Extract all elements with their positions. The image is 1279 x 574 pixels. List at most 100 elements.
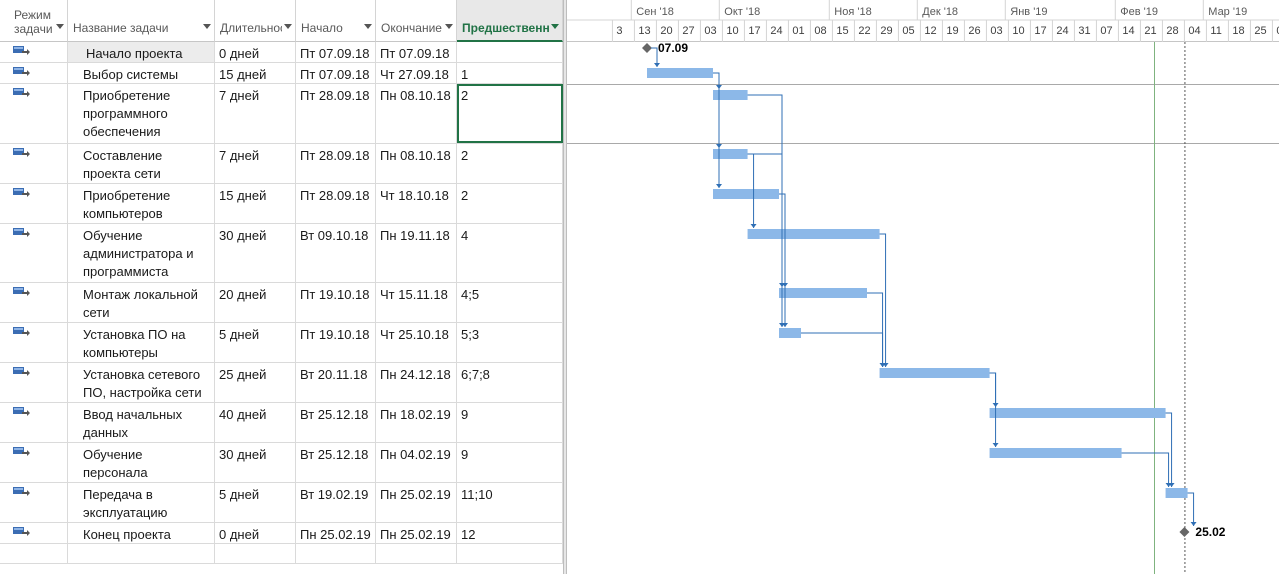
task-name-cell[interactable]: Составление проекта сети bbox=[68, 144, 215, 183]
empty-cell[interactable] bbox=[0, 544, 68, 563]
column-header-duration[interactable]: Длительность bbox=[215, 0, 296, 42]
task-mode-cell[interactable] bbox=[0, 483, 68, 522]
task-finish-cell[interactable]: Пн 18.02.19 bbox=[376, 403, 457, 442]
task-start-cell[interactable]: Пт 28.09.18 bbox=[296, 184, 376, 223]
task-pred-cell[interactable]: 2 bbox=[457, 144, 563, 183]
task-start-cell[interactable]: Пт 07.09.18 bbox=[296, 42, 376, 62]
task-start-cell[interactable]: Вт 25.12.18 bbox=[296, 403, 376, 442]
task-start-cell[interactable]: Пт 28.09.18 bbox=[296, 144, 376, 183]
task-name-cell[interactable]: Начало проекта bbox=[68, 42, 215, 62]
task-duration-cell[interactable]: 7 дней bbox=[215, 144, 296, 183]
chevron-down-icon[interactable] bbox=[284, 24, 292, 29]
task-duration-cell[interactable]: 30 дней bbox=[215, 443, 296, 482]
task-mode-cell[interactable] bbox=[0, 363, 68, 402]
view-splitter[interactable] bbox=[563, 0, 567, 574]
column-header-name[interactable]: Название задачи bbox=[68, 0, 215, 42]
task-duration-cell[interactable]: 25 дней bbox=[215, 363, 296, 402]
task-mode-cell[interactable] bbox=[0, 403, 68, 442]
table-row[interactable] bbox=[0, 544, 563, 564]
task-name-cell[interactable]: Конец проекта bbox=[68, 523, 215, 543]
task-name-cell[interactable]: Ввод начальных данных bbox=[68, 403, 215, 442]
task-finish-cell[interactable]: Чт 27.09.18 bbox=[376, 63, 457, 83]
task-start-cell[interactable]: Вт 19.02.19 bbox=[296, 483, 376, 522]
task-duration-cell[interactable]: 7 дней bbox=[215, 84, 296, 143]
column-header-predecessors[interactable]: Предшественники bbox=[457, 0, 563, 42]
task-finish-cell[interactable]: Пт 07.09.18 bbox=[376, 42, 457, 62]
task-finish-cell[interactable]: Чт 15.11.18 bbox=[376, 283, 457, 322]
task-finish-cell[interactable]: Пн 08.10.18 bbox=[376, 144, 457, 183]
task-finish-cell[interactable]: Пн 25.02.19 bbox=[376, 523, 457, 543]
task-name-cell[interactable]: Передача в эксплуатацию bbox=[68, 483, 215, 522]
task-mode-cell[interactable] bbox=[0, 42, 68, 62]
task-finish-cell[interactable]: Пн 04.02.19 bbox=[376, 443, 457, 482]
chevron-down-icon[interactable] bbox=[445, 24, 453, 29]
task-duration-cell[interactable]: 20 дней bbox=[215, 283, 296, 322]
column-header-start[interactable]: Начало bbox=[296, 0, 376, 42]
task-name-cell[interactable]: Обучение администратора и программиста bbox=[68, 224, 215, 282]
task-pred-cell[interactable]: 4;5 bbox=[457, 283, 563, 322]
task-pred-cell-selected[interactable]: 2 bbox=[457, 84, 563, 143]
task-finish-cell[interactable]: Пн 08.10.18 bbox=[376, 84, 457, 143]
task-start-cell[interactable]: Пт 28.09.18 bbox=[296, 84, 376, 143]
empty-cell[interactable] bbox=[215, 544, 296, 563]
task-pred-cell[interactable]: 1 bbox=[457, 63, 563, 83]
empty-cell[interactable] bbox=[457, 544, 563, 563]
task-duration-cell[interactable]: 15 дней bbox=[215, 184, 296, 223]
task-mode-cell[interactable] bbox=[0, 224, 68, 282]
chevron-down-icon[interactable] bbox=[56, 24, 64, 29]
task-duration-cell[interactable]: 0 дней bbox=[215, 523, 296, 543]
task-start-cell[interactable]: Вт 09.10.18 bbox=[296, 224, 376, 282]
task-finish-cell[interactable]: Пн 19.11.18 bbox=[376, 224, 457, 282]
task-name-cell[interactable]: Приобретение программного обеспечения bbox=[68, 84, 215, 143]
task-pred-cell[interactable]: 9 bbox=[457, 403, 563, 442]
task-pred-cell[interactable]: 11;10 bbox=[457, 483, 563, 522]
task-mode-cell[interactable] bbox=[0, 323, 68, 362]
task-mode-cell[interactable] bbox=[0, 443, 68, 482]
task-pred-cell[interactable]: 6;7;8 bbox=[457, 363, 563, 402]
task-pred-cell[interactable]: 4 bbox=[457, 224, 563, 282]
task-pred-cell[interactable] bbox=[457, 42, 563, 62]
task-name-cell[interactable]: Монтаж локальной сети bbox=[68, 283, 215, 322]
task-duration-cell[interactable]: 40 дней bbox=[215, 403, 296, 442]
chevron-down-icon[interactable] bbox=[364, 24, 372, 29]
task-mode-cell[interactable] bbox=[0, 184, 68, 223]
task-finish-cell[interactable]: Чт 25.10.18 bbox=[376, 323, 457, 362]
column-header-finish[interactable]: Окончание bbox=[376, 0, 457, 42]
task-pred-cell[interactable]: 9 bbox=[457, 443, 563, 482]
task-duration-cell[interactable]: 5 дней bbox=[215, 323, 296, 362]
empty-cell[interactable] bbox=[296, 544, 376, 563]
task-finish-cell[interactable]: Пн 24.12.18 bbox=[376, 363, 457, 402]
task-mode-cell[interactable] bbox=[0, 63, 68, 83]
task-mode-cell[interactable] bbox=[0, 523, 68, 543]
task-duration-cell[interactable]: 30 дней bbox=[215, 224, 296, 282]
task-pred-cell[interactable]: 2 bbox=[457, 184, 563, 223]
task-name-cell[interactable]: Приобретение компьютеров bbox=[68, 184, 215, 223]
empty-cell[interactable] bbox=[376, 544, 457, 563]
task-duration-cell[interactable]: 5 дней bbox=[215, 483, 296, 522]
chevron-down-icon[interactable] bbox=[203, 24, 211, 29]
task-finish-cell[interactable]: Пн 25.02.19 bbox=[376, 483, 457, 522]
task-mode-cell[interactable] bbox=[0, 144, 68, 183]
task-mode-cell[interactable] bbox=[0, 283, 68, 322]
task-mode-cell[interactable] bbox=[0, 84, 68, 143]
task-duration-cell[interactable]: 0 дней bbox=[215, 42, 296, 62]
task-start-cell[interactable]: Пт 19.10.18 bbox=[296, 283, 376, 322]
task-start-cell[interactable]: Пт 07.09.18 bbox=[296, 63, 376, 83]
task-name-cell[interactable]: Установка сетевого ПО, настройка сети bbox=[68, 363, 215, 402]
chevron-down-icon[interactable] bbox=[551, 24, 559, 29]
task-name-cell[interactable]: Выбор системы bbox=[68, 63, 215, 83]
task-start-cell[interactable]: Пн 25.02.19 bbox=[296, 523, 376, 543]
